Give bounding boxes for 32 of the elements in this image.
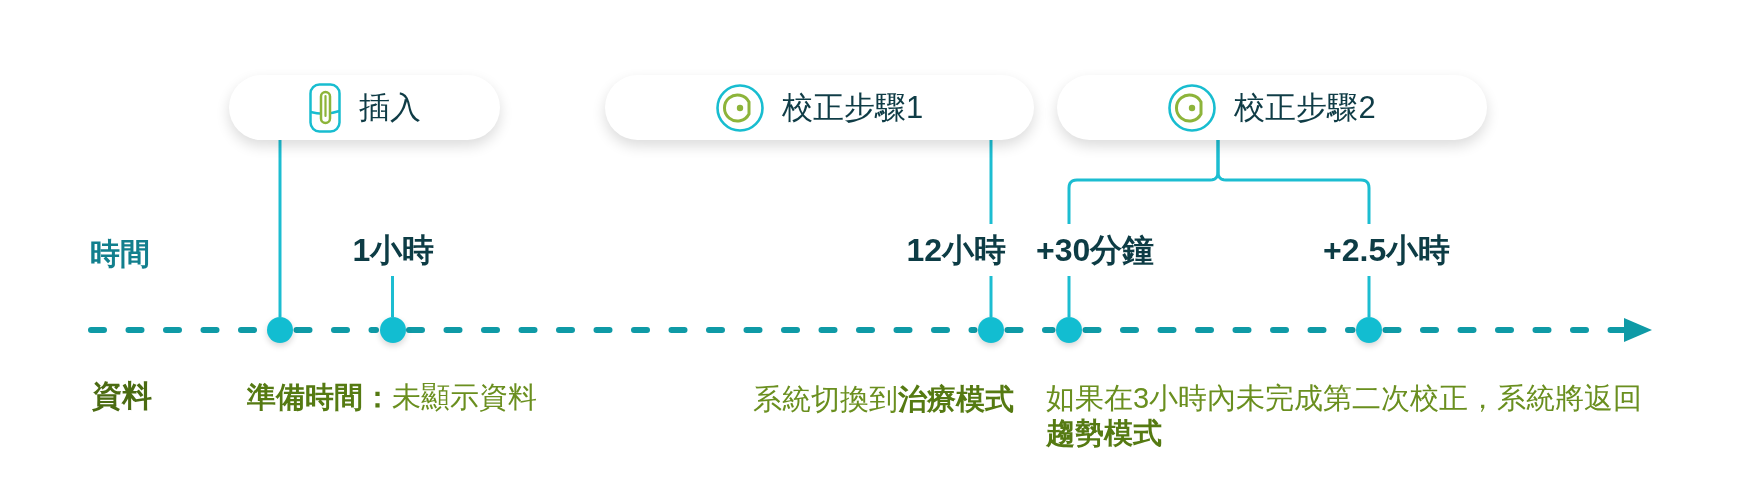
timeline-line bbox=[1082, 327, 1356, 333]
step-pill bbox=[229, 75, 500, 140]
connector-line bbox=[1367, 276, 1371, 317]
row-header: 資料 bbox=[92, 378, 152, 414]
timeline-dot bbox=[267, 317, 293, 343]
row-header: 時間 bbox=[90, 236, 150, 272]
timeline-dot bbox=[1356, 317, 1382, 343]
step-title: 插入 bbox=[358, 88, 421, 127]
timeline-dot bbox=[1056, 317, 1082, 343]
time-label: +30分鐘 bbox=[1036, 224, 1155, 276]
timeline-dot bbox=[978, 317, 1004, 343]
step-title: 校正步驟1 bbox=[781, 88, 924, 127]
step-title: 校正步驟2 bbox=[1234, 88, 1376, 127]
connector-line bbox=[391, 276, 394, 317]
timeline-arrow bbox=[1382, 318, 1652, 342]
time-label: 1小時 bbox=[352, 224, 435, 276]
time-label: +2.5小時 bbox=[1323, 224, 1451, 276]
note-text: 如果在3小時內未完成第二次校正，系統將返回趨勢模式 bbox=[1046, 381, 1644, 451]
note-text: 準備時間：未顯示資料 bbox=[247, 380, 537, 415]
connector-line bbox=[989, 140, 993, 224]
connector-line bbox=[989, 276, 993, 317]
step-pill bbox=[1057, 75, 1487, 140]
connector-line bbox=[278, 140, 282, 317]
note-text: 系統切換到治療模式 bbox=[753, 382, 1014, 417]
timeline-dot bbox=[379, 317, 406, 343]
step-pill bbox=[605, 75, 1034, 140]
timeline-line bbox=[1004, 327, 1056, 333]
connector-line bbox=[1216, 140, 1371, 224]
timeline-line bbox=[293, 327, 379, 333]
timeline-line bbox=[406, 327, 978, 333]
connector-line bbox=[1067, 276, 1071, 317]
time-label: 12小時 bbox=[906, 224, 1006, 276]
